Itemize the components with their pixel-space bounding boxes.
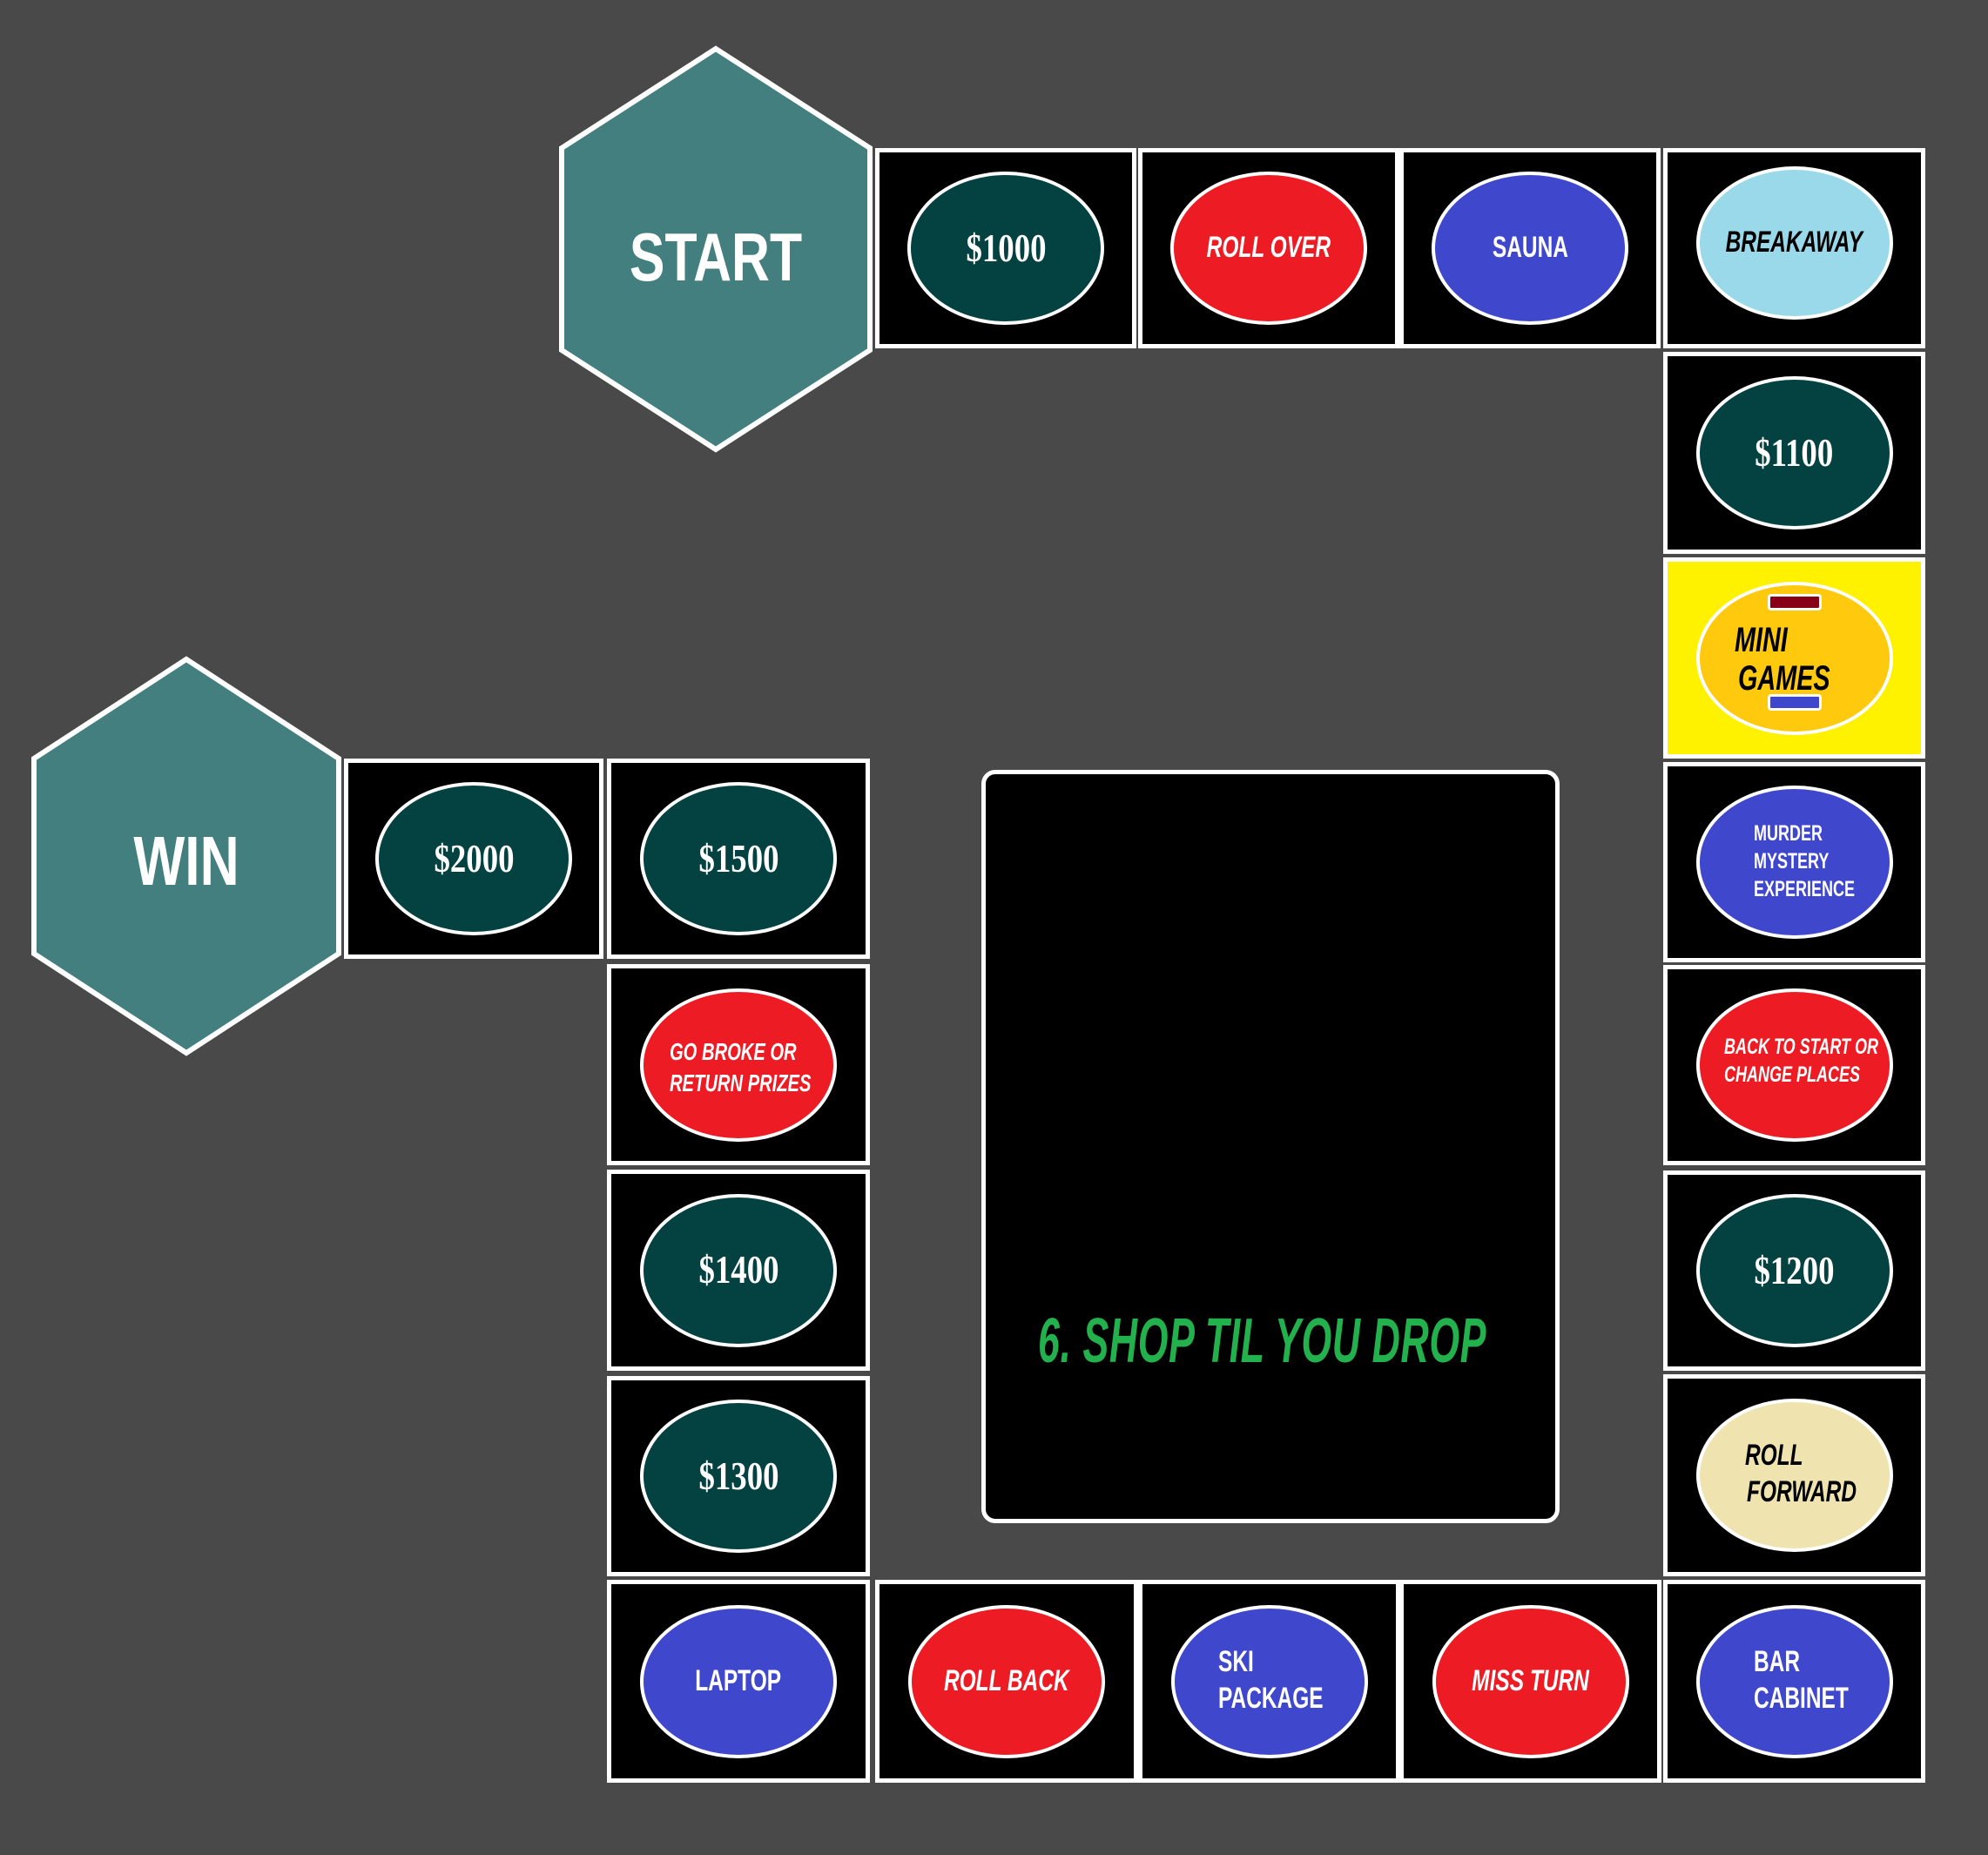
space-label-line2: RETURN PRIZES	[670, 1069, 812, 1096]
space-label: $1100	[1755, 429, 1834, 475]
space-oval: $1100	[1695, 376, 1893, 530]
space-oval: BACK TO START OR CHANGE PLACES	[1695, 988, 1893, 1142]
space-oval: $1400	[640, 1193, 837, 1347]
space-oval: $1500	[640, 782, 837, 935]
board-space-breakaway[interactable]: BREAKAWAY	[1663, 148, 1925, 348]
board-space-go-broke[interactable]: GO BROKE OR RETURN PRIZES	[607, 964, 870, 1165]
space-label: LAPTOP	[695, 1663, 782, 1697]
board-space-1200[interactable]: $1200	[1663, 1170, 1925, 1371]
board-space-bar-cabinet[interactable]: BAR CABINET	[1663, 1580, 1925, 1783]
space-label-line2: PACKAGE	[1217, 1681, 1324, 1715]
board-space-mini-games[interactable]: MINI GAMES	[1663, 557, 1925, 759]
board-space-2000[interactable]: $2000	[344, 759, 603, 959]
space-label: MISS TURN	[1472, 1663, 1589, 1697]
board-space-1300[interactable]: $1300	[607, 1376, 870, 1576]
space-oval: MISS TURN	[1432, 1604, 1629, 1758]
space-label-line1: BAR	[1753, 1644, 1800, 1678]
board-space-ski-package[interactable]: SKI PACKAGE	[1138, 1580, 1400, 1783]
space-label-line1: GO BROKE OR	[670, 1037, 797, 1065]
space-label-line2: MYSTERY	[1753, 849, 1829, 874]
win-space[interactable]: WIN	[30, 656, 342, 1056]
board-space-1000[interactable]: $1000	[875, 148, 1136, 348]
board-space-roll-over[interactable]: ROLL OVER	[1138, 148, 1399, 348]
space-oval: ROLL OVER	[1170, 172, 1367, 325]
space-oval: $1200	[1695, 1194, 1893, 1347]
space-label: $1200	[1754, 1247, 1835, 1292]
space-oval: SKI PACKAGE	[1170, 1604, 1368, 1758]
red-pill-icon	[1767, 593, 1822, 610]
start-label: START	[629, 219, 803, 295]
space-oval: LAPTOP	[640, 1604, 837, 1758]
space-label: ROLL BACK	[944, 1663, 1069, 1697]
space-label-line1: MINI	[1734, 620, 1788, 659]
space-label: $2000	[434, 835, 514, 880]
board-space-murder-mystery[interactable]: MURDER MYSTERY EXPERIENCE	[1663, 762, 1925, 962]
space-label: $1000	[966, 225, 1046, 270]
center-card-panel: 6. SHOP TIL YOU DROP	[981, 770, 1560, 1523]
space-oval: BREAKAWAY	[1695, 166, 1893, 320]
board-space-back-to-start[interactable]: BACK TO START OR CHANGE PLACES	[1663, 965, 1925, 1165]
board-space-1100[interactable]: $1100	[1663, 352, 1925, 554]
space-oval: GO BROKE OR RETURN PRIZES	[640, 988, 837, 1142]
board-space-roll-back[interactable]: ROLL BACK	[875, 1580, 1138, 1783]
space-label-line1: SKI	[1217, 1644, 1254, 1678]
space-label-line1: MURDER	[1753, 821, 1823, 846]
space-label-line2: CABINET	[1753, 1681, 1849, 1715]
space-oval: MINI GAMES	[1695, 581, 1893, 735]
space-label: BREAKAWAY	[1725, 226, 1863, 260]
space-label-line2: CHANGE PLACES	[1723, 1062, 1860, 1087]
space-label-line1: ROLL	[1744, 1439, 1803, 1472]
hexagon-shape	[31, 656, 341, 1056]
space-oval: MURDER MYSTERY EXPERIENCE	[1695, 786, 1893, 939]
space-label: ROLL OVER	[1206, 231, 1331, 265]
space-label: SAUNA	[1492, 231, 1568, 265]
space-oval: BAR CABINET	[1695, 1604, 1893, 1758]
board-space-sauna[interactable]: SAUNA	[1399, 148, 1661, 348]
board-space-miss-turn[interactable]: MISS TURN	[1399, 1580, 1661, 1783]
start-space[interactable]: START	[558, 45, 873, 453]
space-oval: ROLL FORWARD	[1695, 1399, 1893, 1552]
board-space-1500[interactable]: $1500	[607, 759, 870, 959]
blue-pill-icon	[1767, 693, 1822, 711]
board-space-laptop[interactable]: LAPTOP	[607, 1580, 870, 1783]
board-space-1400[interactable]: $1400	[607, 1170, 870, 1371]
space-label: $1400	[698, 1247, 778, 1292]
space-oval: $2000	[375, 782, 572, 935]
win-label: WIN	[133, 822, 239, 900]
panel-title: 6. SHOP TIL YOU DROP	[1038, 1306, 1487, 1376]
space-label: $1500	[698, 835, 778, 880]
space-oval: ROLL BACK	[908, 1604, 1105, 1758]
space-label-line2: FORWARD	[1746, 1475, 1857, 1508]
space-label-line3: EXPERIENCE	[1753, 877, 1855, 901]
hexagon-shape	[559, 45, 873, 453]
space-oval: $1300	[640, 1400, 837, 1553]
space-oval: SAUNA	[1432, 172, 1628, 325]
board-space-roll-forward[interactable]: ROLL FORWARD	[1663, 1374, 1925, 1576]
space-label-line1: BACK TO START OR	[1723, 1035, 1878, 1059]
space-label-line2: GAMES	[1737, 658, 1830, 698]
space-oval: $1000	[907, 172, 1104, 325]
space-label: $1300	[698, 1453, 778, 1498]
